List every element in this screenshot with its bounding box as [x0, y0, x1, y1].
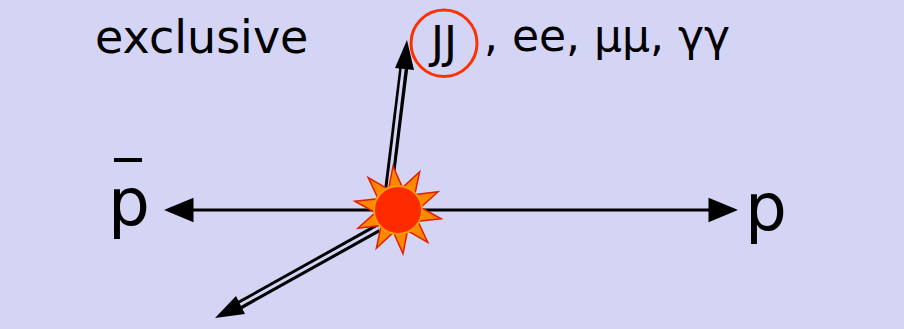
- antiproton-label: p: [108, 170, 150, 236]
- collision-point: [374, 186, 422, 234]
- antiparticle-bar: [114, 158, 142, 162]
- arrow-head: [215, 296, 245, 318]
- final-states: , ee, μμ, γγ: [484, 14, 730, 58]
- proton-beam: [420, 209, 712, 212]
- jet-arrows: [215, 40, 414, 318]
- jet-label: JJ: [431, 21, 457, 65]
- double-line-gap: [236, 228, 378, 307]
- collision-burst: [355, 166, 441, 253]
- burst-ray: [394, 232, 407, 254]
- arrow-head: [710, 200, 734, 220]
- highlight-ellipse: JJ: [409, 8, 479, 78]
- antiproton-beam: [190, 209, 380, 212]
- beam-lines: [168, 200, 734, 220]
- burst-ray: [389, 166, 402, 188]
- node-content: JJ: [409, 8, 479, 78]
- proton-label: p: [745, 175, 787, 241]
- process-label: exclusive: [95, 14, 308, 60]
- ellipse-stroke: [411, 10, 477, 76]
- double-line-gap: [388, 62, 404, 195]
- arrow-head: [168, 200, 192, 220]
